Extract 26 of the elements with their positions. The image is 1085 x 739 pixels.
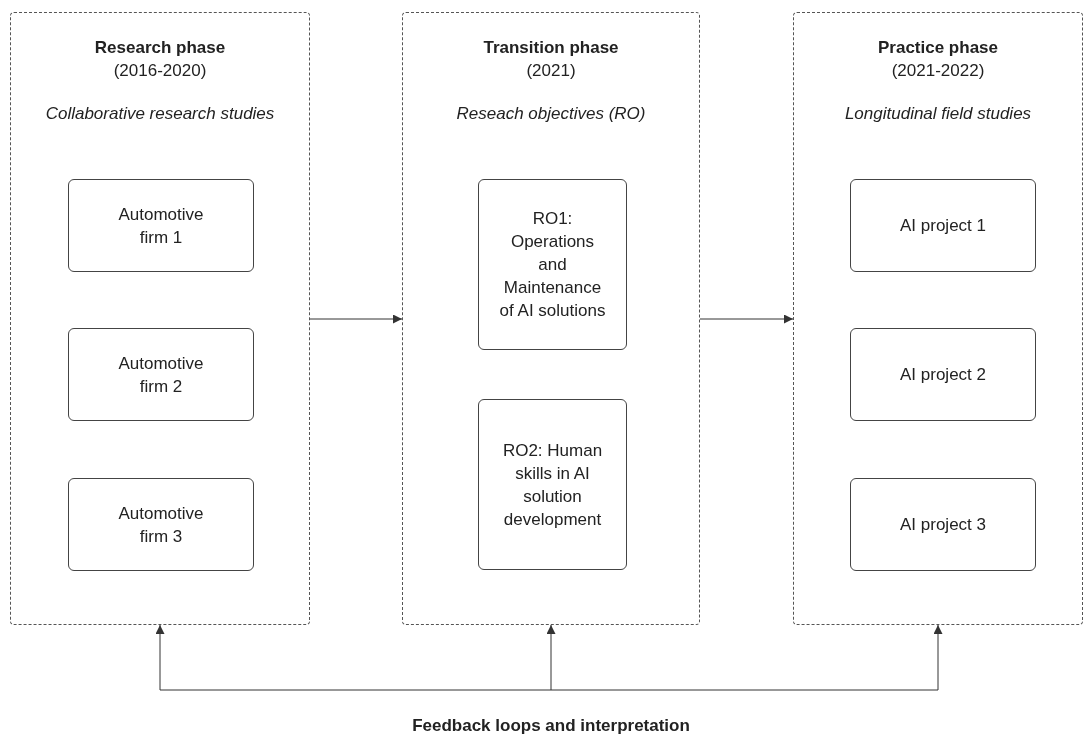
phase-panel <box>10 12 310 625</box>
phase-subtitle: Collaborative research studies <box>44 103 276 125</box>
arrow <box>309 314 403 324</box>
phase-years: (2021-2022) <box>890 60 986 82</box>
item-box: Automotive firm 3 <box>68 478 254 571</box>
item-box: AI project 2 <box>850 328 1036 421</box>
phase-subtitle: Reseach objectives (RO) <box>455 103 647 125</box>
arrow <box>155 624 552 691</box>
phase-subtitle: Longitudinal field studies <box>843 103 1033 125</box>
phase-panel <box>793 12 1083 625</box>
phase-years: (2016-2020) <box>112 60 208 82</box>
item-box: RO2: Human skills in AI solution development <box>478 399 627 570</box>
item-box: Automotive firm 1 <box>68 179 254 272</box>
item-box: AI project 1 <box>850 179 1036 272</box>
arrow <box>699 314 794 324</box>
arrow <box>546 624 556 691</box>
phase-title: Transition phase <box>482 37 620 59</box>
item-box: RO1: Operations and Maintenance of AI solutions <box>478 179 627 350</box>
phase-panel <box>402 12 700 625</box>
item-box: Automotive firm 2 <box>68 328 254 421</box>
item-box: AI project 3 <box>850 478 1036 571</box>
phase-years: (2021) <box>525 60 577 82</box>
arrow <box>550 624 943 691</box>
phase-title: Practice phase <box>877 37 999 59</box>
feedback-caption: Feedback loops and interpretation <box>411 715 691 737</box>
phase-title: Research phase <box>93 37 227 59</box>
